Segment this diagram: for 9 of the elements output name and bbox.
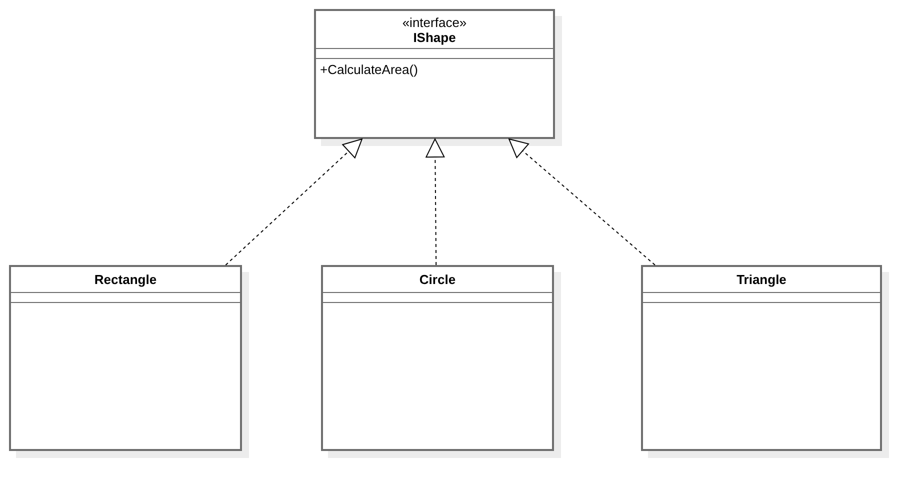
realization-arrow bbox=[508, 138, 656, 266]
stereotype-label: «interface» bbox=[401, 14, 468, 30]
class-name: IShape bbox=[412, 30, 457, 44]
class-name: Triangle bbox=[736, 272, 788, 287]
class-name: Rectangle bbox=[93, 272, 158, 287]
class-name: Circle bbox=[418, 272, 457, 287]
method-label: +CalculateArea() bbox=[320, 62, 419, 77]
realization-arrow bbox=[426, 138, 445, 266]
realization-arrow bbox=[225, 138, 362, 266]
